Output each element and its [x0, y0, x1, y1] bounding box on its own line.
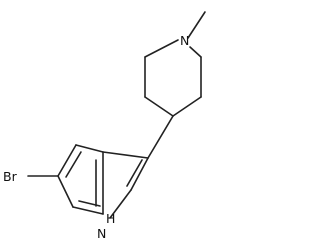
structure-canvas: N Br H N	[3, 11, 206, 241]
bond-c3-c4	[144, 96, 174, 117]
atom-label-bromine: Br	[3, 169, 18, 184]
bond-c5-c6	[57, 175, 74, 208]
bond-c4-c5	[57, 144, 77, 177]
molecule-structure: N Br H N	[3, 11, 206, 241]
atom-label-indole-n: N	[97, 226, 106, 240]
atom-label-indole-h: H	[106, 211, 115, 226]
bonds	[27, 11, 206, 219]
atom-label-n-methyl: N	[180, 33, 189, 48]
bond-c4-indole-c3	[147, 115, 174, 159]
bond-c3-c2-inner	[126, 159, 143, 187]
bond-c3-c2	[130, 157, 149, 191]
bond-c6-c7	[72, 206, 104, 215]
bond-c4-c5-inner	[65, 151, 82, 178]
bond-c2-n1	[109, 189, 132, 219]
bond-c4-c5	[172, 96, 202, 117]
bond-n-c2	[144, 39, 179, 58]
atom-labels: N Br H N	[3, 33, 189, 241]
bond-c6-n	[189, 46, 202, 58]
bond-c3-c3a	[102, 151, 149, 159]
bond-c6-c7-inner	[78, 200, 101, 207]
bond-c3a-c4	[75, 144, 104, 153]
bond-n-methyl	[187, 11, 206, 39]
